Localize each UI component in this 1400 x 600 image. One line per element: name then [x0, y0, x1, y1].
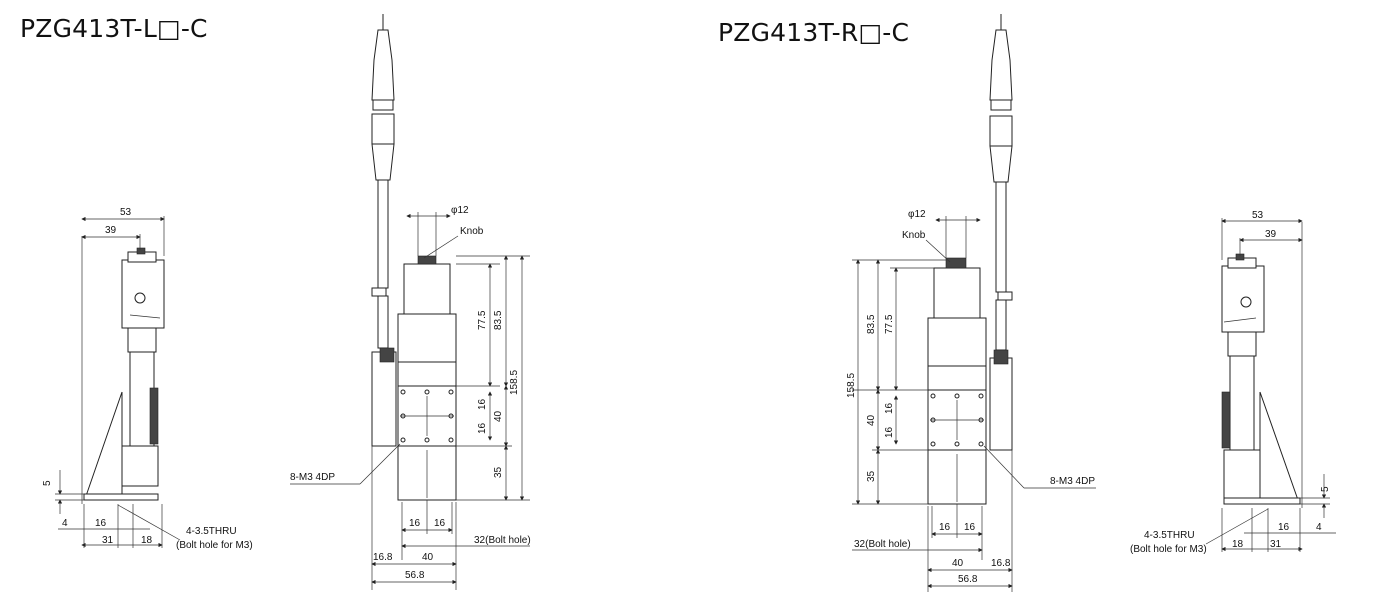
- dim-158-5-right: 158.5: [846, 373, 857, 398]
- dim-40b-left: 40: [422, 552, 434, 563]
- dim-18-left: 18: [141, 535, 153, 546]
- label-bolt-hole-right: 32(Bolt hole): [854, 539, 911, 550]
- dim-4-left: 4: [62, 518, 68, 529]
- dim-40-left: 40: [493, 410, 504, 422]
- label-knob-left: Knob: [460, 226, 484, 237]
- dim-phi12-right: φ12: [908, 209, 926, 220]
- label-thru-note-right: (Bolt hole for M3): [1130, 544, 1207, 555]
- dim-16d-right: 16: [964, 522, 976, 533]
- dim-83-5-left: 83.5: [493, 310, 504, 330]
- left-side-view: 53 39 5 4 16 31 18 4-3.5THRU (Bolt hole …: [42, 207, 253, 551]
- label-knob-right: Knob: [902, 230, 926, 241]
- dim-16d-left: 16: [434, 518, 446, 529]
- title-left: PZG413T-L□-C: [20, 14, 208, 43]
- dim-5-left: 5: [42, 480, 53, 486]
- dim-phi12-left: φ12: [451, 205, 469, 216]
- label-thru-note-left: (Bolt hole for M3): [176, 540, 253, 551]
- dim-16b-right: 16: [884, 426, 895, 438]
- dim-35-right: 35: [866, 470, 877, 482]
- dim-56-8-right: 56.8: [958, 574, 978, 585]
- label-thru-right: 4-3.5THRU: [1144, 530, 1195, 541]
- dim-16c-right: 16: [939, 522, 951, 533]
- dim-39-right: 39: [1265, 229, 1277, 240]
- dim-16-8-left: 16.8: [373, 552, 393, 563]
- dim-39-left: 39: [105, 225, 117, 236]
- label-m3-left: 8-M3 4DP: [290, 472, 335, 483]
- dim-53-right: 53: [1252, 210, 1264, 221]
- dim-40-right: 40: [866, 414, 877, 426]
- title-right: PZG413T-R□-C: [718, 18, 910, 47]
- right-front-view: φ12 Knob 83.5 77.5 158.5 40 16 16 35 16 …: [846, 14, 1096, 592]
- right-side-view: 53 39 5 16 4 18 31 4-3.5THRU (Bolt hole …: [1130, 210, 1336, 555]
- dim-83-5-right: 83.5: [866, 314, 877, 334]
- dim-16-right: 16: [1278, 522, 1290, 533]
- dim-158-5-left: 158.5: [509, 370, 520, 395]
- dim-16a-right: 16: [884, 402, 895, 414]
- dim-5-right: 5: [1320, 486, 1331, 492]
- dim-16-8-right: 16.8: [991, 558, 1011, 569]
- dim-53-left: 53: [120, 207, 132, 218]
- dim-18-right: 18: [1232, 539, 1244, 550]
- dim-16b-left: 16: [477, 422, 488, 434]
- left-front-view: φ12 Knob 77.5 83.5 158.5 16 16 40 35 16 …: [290, 14, 531, 590]
- dim-40b-right: 40: [952, 558, 964, 569]
- dim-16a-left: 16: [477, 398, 488, 410]
- dim-35-left: 35: [493, 466, 504, 478]
- label-m3-right: 8-M3 4DP: [1050, 476, 1095, 487]
- dim-77-5-right: 77.5: [884, 314, 895, 334]
- label-thru-left: 4-3.5THRU: [186, 526, 237, 537]
- dim-77-5-left: 77.5: [477, 310, 488, 330]
- dim-31-left: 31: [102, 535, 114, 546]
- dim-31-right: 31: [1270, 539, 1282, 550]
- label-bolt-hole-left: 32(Bolt hole): [474, 535, 531, 546]
- dim-16-left: 16: [95, 518, 107, 529]
- dim-4-right: 4: [1316, 522, 1322, 533]
- dim-56-8-left: 56.8: [405, 570, 425, 581]
- dim-16c-left: 16: [409, 518, 421, 529]
